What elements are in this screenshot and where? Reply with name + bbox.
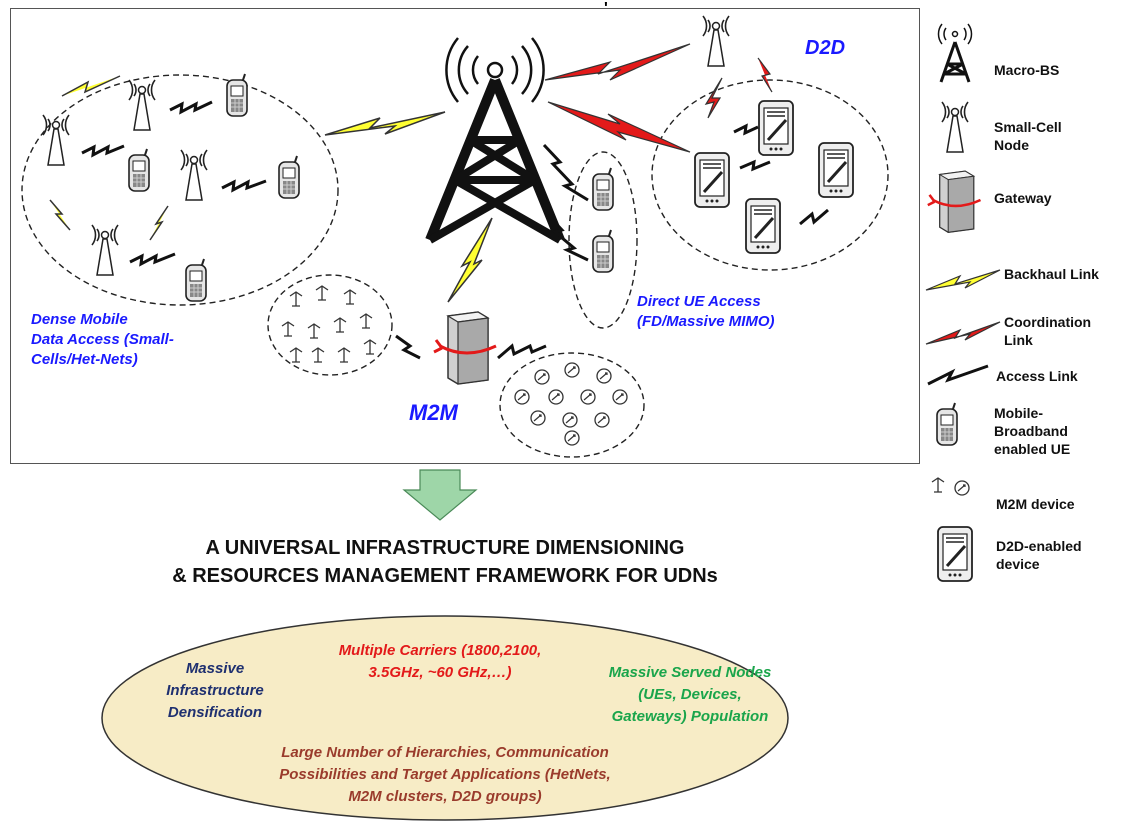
ellipse-bottom-text: Large Number of Hierarchies, Communicati… bbox=[279, 744, 611, 805]
direct-ue-1 bbox=[592, 167, 614, 211]
legend-macro-bs-icon bbox=[937, 23, 973, 83]
backhaul-link-2 bbox=[49, 199, 71, 231]
d2d-small-cell bbox=[702, 15, 730, 67]
direct-ue-boundary bbox=[568, 151, 638, 329]
backhaul-link-3 bbox=[149, 205, 169, 241]
dense-area-boundary bbox=[21, 74, 339, 306]
framework-ellipse bbox=[101, 615, 789, 821]
title-mark: ' bbox=[604, 0, 608, 17]
backhaul-link-main bbox=[324, 111, 446, 136]
coordination-link-3 bbox=[757, 57, 773, 93]
backhaul-link-gateway bbox=[447, 217, 493, 303]
framework-title: A UNIVERSAL INFRASTRUCTURE DIMENSIONING … bbox=[172, 537, 718, 587]
dense-access-label: Dense Mobile Data Access (Small- Cells/H… bbox=[31, 311, 174, 368]
m2m-label: M2M bbox=[409, 400, 458, 425]
d2d-device-2 bbox=[693, 151, 731, 209]
access-link-1 bbox=[169, 100, 213, 115]
legend-label-macro-bs: Macro-BS bbox=[994, 62, 1060, 78]
access-link-4 bbox=[129, 252, 176, 267]
macro-bs bbox=[425, 37, 565, 244]
legend-access-icon bbox=[927, 364, 989, 386]
legend-label-gateway: Gateway bbox=[994, 190, 1052, 206]
legend-label-backhaul: Backhaul Link bbox=[1004, 266, 1099, 282]
legend-small-cell-icon bbox=[941, 101, 969, 153]
legend-m2m-device-icon bbox=[931, 477, 970, 496]
coordination-link-1 bbox=[544, 43, 691, 81]
legend-backhaul-icon bbox=[925, 269, 1001, 291]
legend-gateway-icon bbox=[926, 169, 982, 234]
direct-access-link-1 bbox=[542, 143, 589, 202]
legend-d2d-icon bbox=[936, 525, 974, 583]
d2d-device-4 bbox=[744, 197, 782, 255]
ellipse-top-text: Multiple Carriers (1800,2100,3.5GHz, ~60… bbox=[338, 642, 542, 681]
legend-label-m2m-device: M2M device bbox=[996, 496, 1075, 512]
small-cell-node-2 bbox=[42, 114, 70, 166]
dense-ue-4 bbox=[185, 258, 207, 302]
m2m-antenna-cluster bbox=[267, 274, 393, 376]
d2d-label: D2D bbox=[805, 37, 846, 59]
d2d-area-boundary bbox=[651, 79, 889, 271]
dense-ue-1 bbox=[226, 73, 248, 117]
dense-ue-2 bbox=[128, 148, 150, 192]
ellipse-right-text: Massive Served Nodes(UEs, Devices,Gatewa… bbox=[608, 664, 772, 725]
small-cell-node-4 bbox=[91, 224, 119, 276]
direct-access-link-2 bbox=[546, 213, 589, 262]
coordination-link-2 bbox=[547, 101, 691, 153]
legend-mobile-ue-icon bbox=[936, 402, 958, 446]
m2m-meter-cluster bbox=[499, 352, 645, 458]
direct-ue-label: Direct UE Access (FD/Massive MIMO) bbox=[637, 293, 775, 330]
legend-coordination-icon bbox=[925, 321, 1001, 345]
direct-ue-2 bbox=[592, 229, 614, 273]
access-link-2 bbox=[81, 144, 125, 158]
dense-ue-3 bbox=[278, 155, 300, 199]
legend-label-access: Access Link bbox=[996, 368, 1078, 384]
backhaul-link-1 bbox=[61, 75, 121, 97]
d2d-device-3 bbox=[817, 141, 855, 199]
small-cell-node-3 bbox=[180, 149, 208, 201]
coordination-link-4 bbox=[704, 77, 723, 119]
access-link-3 bbox=[221, 179, 267, 193]
down-arrow bbox=[402, 469, 478, 521]
m2m-gateway bbox=[432, 310, 498, 386]
d2d-device-1 bbox=[757, 99, 795, 157]
small-cell-node-1 bbox=[128, 79, 156, 131]
